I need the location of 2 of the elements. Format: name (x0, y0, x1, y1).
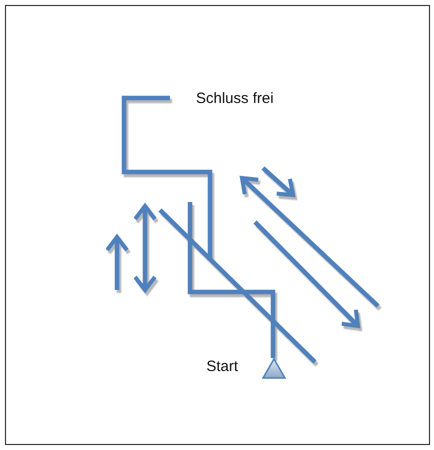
start-label: Start (206, 358, 238, 375)
track-label: Schluss frei (196, 90, 274, 107)
